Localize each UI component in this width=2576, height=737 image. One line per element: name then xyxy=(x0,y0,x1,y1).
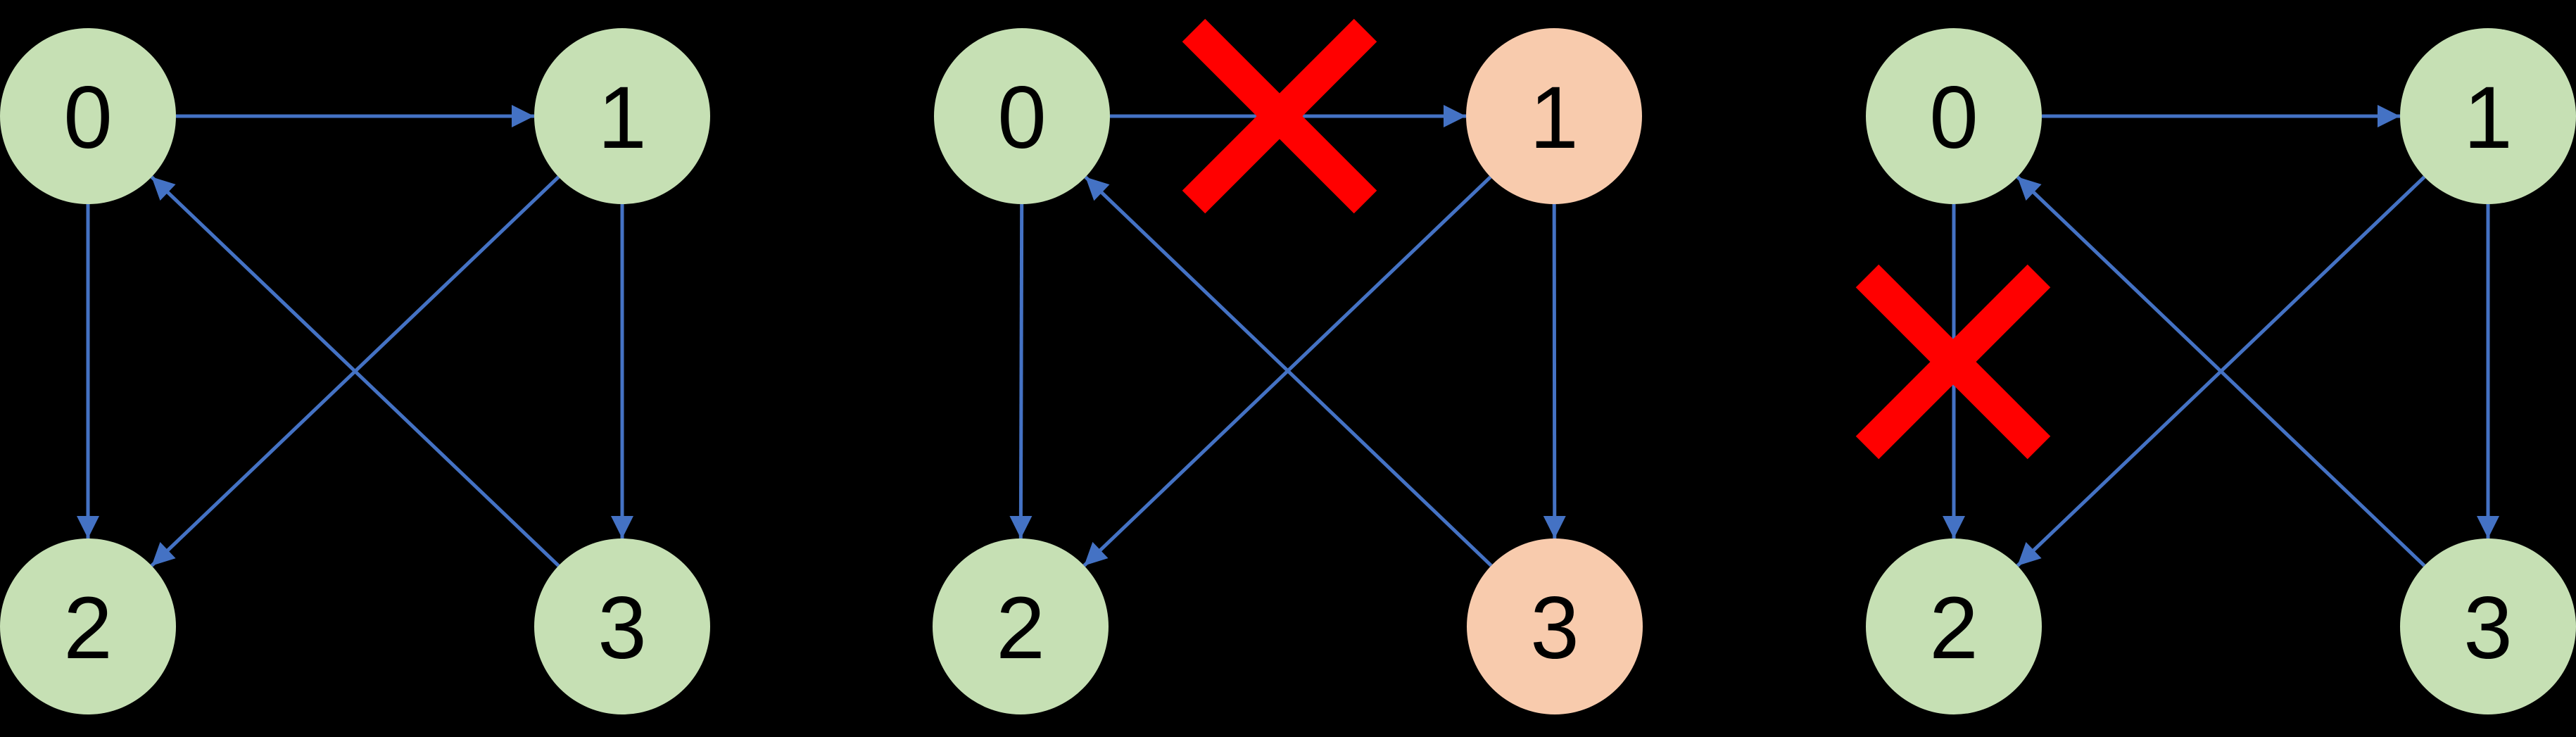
graph-remove-edge-0-2: 0 1 2 3 xyxy=(1855,28,2576,714)
edge-3-0 xyxy=(150,175,560,567)
red-x-stroke xyxy=(1182,18,1377,214)
node-1 xyxy=(2400,28,2576,204)
node-1 xyxy=(534,28,710,204)
node-label-3: 3 xyxy=(2463,579,2513,677)
node-label-1: 1 xyxy=(1529,69,1579,167)
node-label-2: 2 xyxy=(63,579,113,677)
node-label-1: 1 xyxy=(598,69,647,167)
red-x-icon xyxy=(1182,18,1377,214)
node-label-0: 0 xyxy=(997,69,1047,167)
node-0 xyxy=(934,28,1110,204)
node-label-0: 0 xyxy=(63,69,113,167)
node-1 xyxy=(1466,28,1642,204)
edge-1-3 xyxy=(1543,203,1566,539)
edge-3-0 xyxy=(2016,175,2426,567)
node-label-3: 3 xyxy=(1530,579,1579,677)
node-2 xyxy=(0,538,176,714)
red-x-icon xyxy=(1855,264,2051,460)
node-3 xyxy=(2400,538,2576,714)
node-label-0: 0 xyxy=(1929,69,1978,167)
edge-3-0 xyxy=(1084,175,1493,567)
node-0 xyxy=(0,28,176,204)
node-label-2: 2 xyxy=(996,579,1045,677)
graph-remove-edge-0-1: 0 1 2 3 xyxy=(933,18,1643,714)
node-label-1: 1 xyxy=(2463,69,2513,167)
node-3 xyxy=(1467,538,1643,714)
graph-original: 0 1 2 3 xyxy=(0,28,710,714)
node-label-2: 2 xyxy=(1929,579,1978,677)
node-2 xyxy=(933,538,1109,714)
red-x-stroke xyxy=(1855,264,2051,460)
node-3 xyxy=(534,538,710,714)
node-label-3: 3 xyxy=(598,579,647,677)
node-2 xyxy=(1866,538,2042,714)
node-0 xyxy=(1866,28,2042,204)
